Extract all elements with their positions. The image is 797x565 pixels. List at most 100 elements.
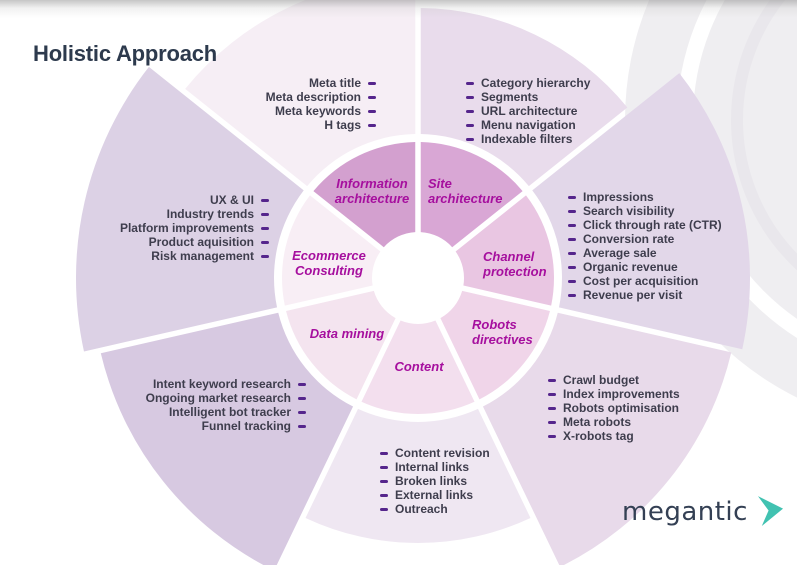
bullet-dash-icon: [466, 81, 474, 85]
bullet-dash-icon: [298, 396, 306, 400]
swirl-inner-arc: [731, 0, 797, 271]
list-item: Impressions: [568, 191, 722, 203]
wheel-label-line: architecture: [428, 191, 503, 206]
list-item-text: Search visibility: [583, 204, 675, 218]
list-item: Meta title: [309, 77, 376, 89]
bullet-dash-icon: [380, 493, 388, 497]
list-item: Meta keywords: [275, 105, 376, 117]
list-item: Indexable filters: [466, 133, 590, 145]
list-item-text: Impressions: [583, 190, 654, 204]
wheel-label-line: Data mining: [309, 326, 385, 341]
bullet-dash-icon: [368, 123, 376, 127]
bullet-dash-icon: [380, 451, 388, 455]
list-item: Platform improvements: [120, 222, 269, 234]
bullet-dash-icon: [548, 378, 556, 382]
bullet-dash-icon: [466, 95, 474, 99]
list-item: Click through rate (CTR): [568, 219, 722, 231]
list-item: Intent keyword research: [153, 378, 306, 390]
list-item-text: H tags: [324, 118, 361, 132]
list-item-text: Click through rate (CTR): [583, 218, 722, 232]
list-item: Robots optimisation: [548, 402, 680, 414]
list-item: H tags: [324, 119, 376, 131]
list-item: Revenue per visit: [568, 289, 722, 301]
bullet-dash-icon: [548, 434, 556, 438]
list-item-text: External links: [395, 488, 474, 502]
list-item-text: Platform improvements: [119, 221, 254, 235]
outer-wedge-robots-directives: [482, 312, 732, 565]
list-item: Intelligent bot tracker: [169, 406, 306, 418]
list-item: UX & UI: [210, 194, 269, 206]
list-item-text: Funnel tracking: [201, 419, 291, 433]
list-item: Product aquisition: [149, 236, 269, 248]
ring-segment-ecommerce-consulting: [282, 195, 381, 306]
wheel-label-line: Ecommerce: [292, 248, 366, 263]
bullet-dash-icon: [568, 251, 576, 255]
list-item-text: Risk management: [151, 249, 254, 263]
bullet-dash-icon: [568, 279, 576, 283]
list-item-text: Intent keyword research: [152, 377, 291, 391]
list-item-text: Indexable filters: [481, 132, 573, 146]
bullet-dash-icon: [568, 265, 576, 269]
ring-segment-robots-directives: [440, 290, 550, 400]
list-item: Meta description: [266, 91, 376, 103]
bullet-dash-icon: [568, 237, 576, 241]
wheel-label-data-mining: Data mining: [305, 326, 389, 341]
bullet-dash-icon: [380, 465, 388, 469]
ring-segment-data-mining: [286, 290, 396, 400]
list-item-text: Segments: [481, 90, 539, 104]
list-item: Broken links: [380, 475, 490, 487]
list-item-text: Internal links: [395, 460, 470, 474]
list-item: External links: [380, 489, 490, 501]
wheel-label-line: Information: [336, 176, 408, 191]
bullet-dash-icon: [380, 507, 388, 511]
wheel-segments-group: [76, 0, 750, 565]
list-item-text: Organic revenue: [583, 260, 678, 274]
bullet-dash-icon: [368, 81, 376, 85]
list-item-text: Menu navigation: [481, 118, 576, 132]
list-item-text: Conversion rate: [583, 232, 675, 246]
outer-wedge-site-architecture: [420, 8, 628, 187]
list-item: Industry trends: [167, 208, 269, 220]
bullet-dash-icon: [466, 109, 474, 113]
list-item-text: URL architecture: [481, 104, 578, 118]
bullet-dash-icon: [548, 406, 556, 410]
list-item: Menu navigation: [466, 119, 590, 131]
ring-segment-information-architecture: [313, 142, 416, 248]
ring-segment-channel-protection: [455, 195, 554, 306]
bullet-dash-icon: [298, 382, 306, 386]
list-item: Funnel tracking: [202, 420, 306, 432]
bullet-dash-icon: [380, 479, 388, 483]
bullet-dash-icon: [261, 254, 269, 258]
bullet-dash-icon: [466, 123, 474, 127]
bullet-dash-icon: [466, 137, 474, 141]
list-item: X-robots tag: [548, 430, 680, 442]
list-item: Cost per acquisition: [568, 275, 722, 287]
list-item-text: Robots optimisation: [563, 401, 679, 415]
bullet-dash-icon: [261, 240, 269, 244]
outer-wedge-information-architecture: [185, 0, 416, 187]
list-item-text: Ongoing market research: [145, 391, 291, 405]
bullet-dash-icon: [568, 223, 576, 227]
list-item: Organic revenue: [568, 261, 722, 273]
bullet-dash-icon: [568, 293, 576, 297]
list-item: URL architecture: [466, 105, 590, 117]
outer-wedge-channel-protection: [532, 73, 750, 350]
list-item-text: Meta title: [308, 76, 361, 90]
bullet-dash-icon: [261, 212, 269, 216]
bullet-dash-icon: [368, 95, 376, 99]
list-item: Crawl budget: [548, 374, 680, 386]
wheel-label-line: Channel: [483, 249, 535, 264]
list-item: Segments: [466, 91, 590, 103]
list-item-text: Content revision: [395, 446, 490, 460]
